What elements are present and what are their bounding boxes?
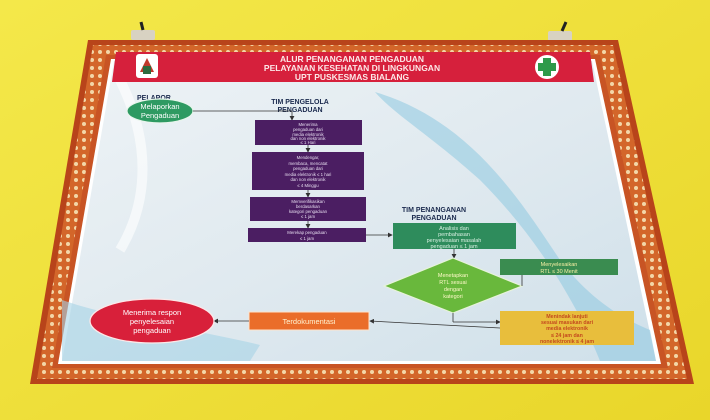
node-step2-line: membaca, mencatat [289, 161, 329, 166]
wall-hook-icon [548, 21, 572, 41]
node-decision-line: dengan [444, 287, 462, 293]
node-receive-line: pengaduan [133, 326, 171, 335]
node-step3-line: berdasarkan [296, 204, 320, 209]
node-step4-line: ≤ 1 jam [300, 236, 314, 241]
node-followup-line: media elektronik [546, 326, 588, 332]
node-resolve-line: RTL ≤ 30 Menit [540, 269, 578, 275]
node-document-label: Terdokumentasi [283, 317, 336, 326]
node-step3-line: kategori pengaduan [289, 209, 328, 214]
node-step3 [250, 197, 366, 221]
node-step2-line: dan non elektronik [290, 177, 326, 182]
node-step2-line: Mendengar, [297, 155, 320, 160]
node-receive-line: Menerima respon [123, 308, 181, 317]
lane-title-pengelola: TIM PENGELOLA [271, 99, 329, 106]
node-step1-line: Menerima [298, 122, 318, 127]
node-followup-line: ≤ 24 jam dan [551, 333, 583, 339]
node-analyze-line: penyelesaian masalah [427, 238, 482, 244]
header-line-2: PELAYANAN KESEHATAN DI LINGKUNGAN [264, 63, 440, 73]
node-analyze-line: Analisis dan [439, 226, 469, 232]
node-followup-line: Menindak lanjuti [546, 314, 588, 320]
node-decision-line: kategori [443, 294, 463, 300]
node-analyze-line: pembahasan [438, 232, 470, 238]
node-step1-line: dan non elektronik [290, 136, 326, 141]
node-report-line2: Pengaduan [141, 111, 179, 120]
node-step3-line: ≤ 1 jam [301, 214, 315, 219]
node-step4 [248, 228, 366, 242]
lane-title-pengelola-2: PENGADUAN [277, 107, 322, 114]
header-band [112, 52, 594, 82]
lane-title-penanganan: TIM PENANGANAN [402, 207, 466, 214]
node-decision-line: RTL sesuai [439, 280, 467, 286]
node-step2-line: pengaduan dari [293, 166, 323, 171]
health-cross-icon [535, 55, 559, 79]
node-step1-line: media elektronik [292, 132, 324, 137]
node-step3-line: Memverifikasikan [291, 199, 325, 204]
node-analyze [393, 223, 516, 249]
node-decision-line: Menetapkan [438, 273, 468, 279]
wall-hook-icon [131, 21, 155, 40]
node-report-line1: Melaporkan [140, 102, 179, 111]
node-followup-line: sesuai masukan dari [541, 320, 594, 326]
lane-title-penanganan-2: PENGADUAN [411, 215, 456, 222]
node-step2-line: media elektronik ≤ 1 hari [285, 172, 332, 177]
lane-title-pelapor: PELAPOR [137, 95, 171, 102]
header-line-1: ALUR PENANGANAN PENGADUAN [280, 54, 424, 64]
decor-swirl [115, 77, 148, 253]
connector-arrow [369, 318, 501, 329]
node-step2-line: ≤ 4 Minggu [297, 183, 319, 188]
node-analyze-line: pengaduan ≤ 1 jam [430, 244, 477, 250]
decor-wave [375, 92, 656, 361]
node-resolve [500, 259, 618, 275]
node-step1-line: ≤ 1 Hari [300, 140, 315, 145]
node-step1-line: pengaduan dari [293, 127, 323, 132]
node-receive-line: penyelesaian [130, 317, 174, 326]
regional-logo-icon [136, 54, 158, 78]
node-step4-line: Merekap pengaduan [287, 230, 327, 235]
node-followup [500, 311, 634, 345]
node-followup-line: nonelektronik ≤ 4 jam [540, 339, 594, 345]
node-receive [89, 298, 215, 344]
node-step2 [252, 152, 364, 190]
node-resolve-line: Menyelesaikan [541, 262, 578, 268]
header-line-3: UPT PUSKESMAS BIALANG [295, 72, 410, 82]
node-step1 [255, 120, 362, 145]
